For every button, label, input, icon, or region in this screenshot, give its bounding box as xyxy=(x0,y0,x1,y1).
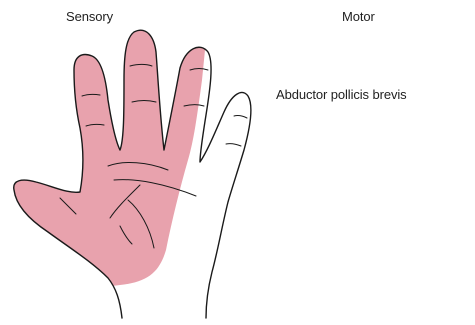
sensory-area xyxy=(0,0,210,300)
